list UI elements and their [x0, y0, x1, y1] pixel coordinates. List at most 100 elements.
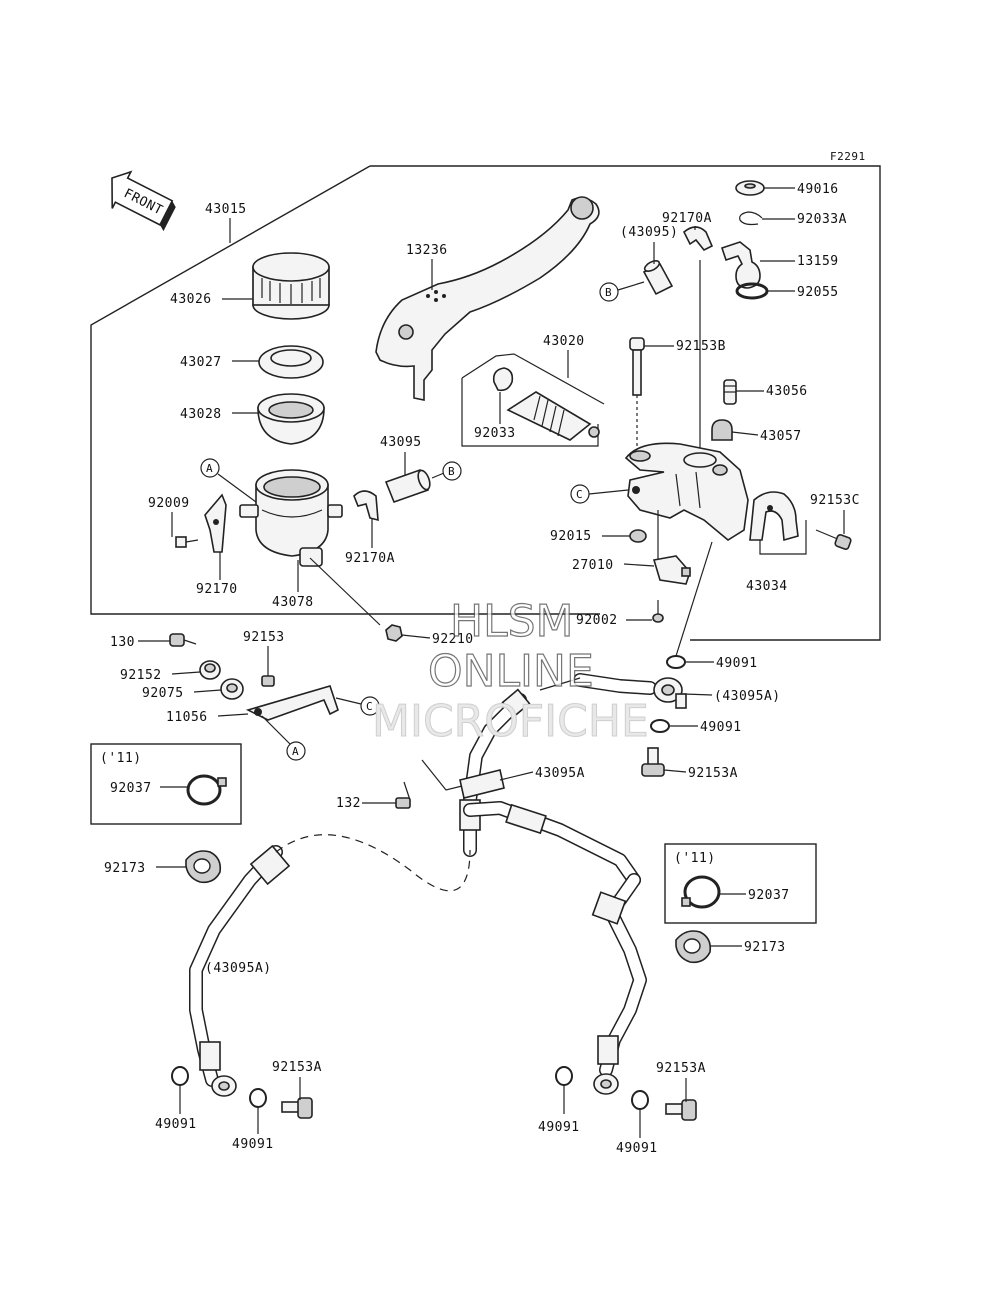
label-49091-b: 49091 [700, 720, 742, 735]
clamp-92037-right [681, 875, 721, 909]
label-49091-c: 49091 [155, 1117, 197, 1132]
cap-49016 [735, 180, 765, 196]
svg-text:B: B [605, 286, 612, 299]
washer-49091-b [650, 719, 670, 733]
bolt-130 [169, 633, 197, 647]
label-92002: 92002 [576, 613, 618, 628]
label-92170A: 92170A [345, 551, 395, 566]
label-92037-right: 92037 [748, 888, 790, 903]
label-92033: 92033 [474, 426, 516, 441]
washer-49091-d [249, 1088, 267, 1108]
callout-b-upper [599, 282, 619, 302]
svg-text:C: C [576, 488, 583, 501]
diaphragm-plate [258, 345, 324, 379]
label-43095A-paren: (43095A) [714, 689, 781, 704]
brake-lever [375, 196, 600, 401]
bolt-132 [395, 781, 411, 809]
label-43095A-paren-2: (43095A) [205, 961, 272, 976]
circlip-92033A [739, 211, 763, 226]
bleeder-cap [711, 419, 733, 441]
washer-49091-e [555, 1066, 573, 1086]
clamp-92170A-upper [683, 226, 714, 252]
grommet-92075 [220, 678, 244, 700]
label-92153C: 92153C [810, 493, 860, 508]
label-43034: 43034 [746, 579, 788, 594]
label-13236: 13236 [406, 243, 448, 258]
label-92170: 92170 [196, 582, 238, 597]
reservoir-tank [239, 469, 343, 567]
label-49091-f: 49091 [616, 1141, 658, 1156]
label-43027: 43027 [180, 355, 222, 370]
label-11056: 11056 [166, 710, 208, 725]
variant-box-left [90, 743, 242, 825]
piston-assembly [461, 353, 605, 447]
callout-b-hose [442, 461, 462, 481]
hose-43095-upper [642, 260, 674, 296]
callout-c-bracket [360, 696, 380, 716]
label-92153B: 92153B [676, 339, 726, 354]
label-49091-d: 49091 [232, 1137, 274, 1152]
banjo-bolt-92153A-c [665, 1099, 697, 1121]
banjo-bolt-92153A-a [641, 747, 665, 777]
variant-box-right [664, 843, 817, 924]
label-27010: 27010 [572, 558, 614, 573]
label-92015: 92015 [550, 529, 592, 544]
hose-fitting [720, 241, 761, 289]
diaphragm [257, 393, 325, 445]
label-49016: 49016 [797, 182, 839, 197]
label-43095: 43095 [380, 435, 422, 450]
clamp-92173-right [675, 930, 712, 964]
label-43056: 43056 [766, 384, 808, 399]
label-92210: 92210 [432, 632, 474, 647]
callout-a-bracket [286, 741, 306, 761]
reservoir-cap [252, 252, 330, 320]
washer-49091-c [171, 1066, 189, 1086]
svg-text:B: B [448, 465, 455, 478]
nut-92015 [629, 529, 647, 543]
year-tag-right: ('11) [674, 851, 716, 866]
svg-text:A: A [206, 462, 213, 475]
label-43026: 43026 [170, 292, 212, 307]
collar-92152 [199, 660, 221, 680]
handlebar-clamp [749, 491, 799, 542]
year-tag-left: ('11) [100, 751, 142, 766]
clamp-92173-left [185, 850, 222, 884]
reservoir-bracket [204, 493, 227, 553]
label-92009: 92009 [148, 496, 190, 511]
washer-49091-f [631, 1090, 649, 1110]
screw-92009 [175, 536, 199, 548]
banjo-bolt-92153A-b [281, 1097, 313, 1119]
label-43057: 43057 [760, 429, 802, 444]
label-43015: 43015 [205, 202, 247, 217]
label-13159: 13159 [797, 254, 839, 269]
assembly-frame [370, 165, 881, 641]
label-92153A-b: 92153A [272, 1060, 322, 1075]
clamp-92037-left [186, 774, 227, 806]
nut-92210 [385, 624, 403, 642]
label-92153A-a: 92153A [688, 766, 738, 781]
hose-right-caliper [591, 873, 647, 1095]
hose-upper-section [459, 673, 687, 887]
label-92037-left: 92037 [110, 781, 152, 796]
label-43078: 43078 [272, 595, 314, 610]
washer-49091-a [666, 655, 686, 669]
label-92152: 92152 [120, 668, 162, 683]
master-cylinder-body [624, 442, 749, 541]
label-43095A: 43095A [535, 766, 585, 781]
hose-left-caliper [189, 834, 471, 1097]
figure-code: F2291 [830, 150, 866, 163]
label-92075: 92075 [142, 686, 184, 701]
label-92173-left: 92173 [104, 861, 146, 876]
label-92170A-upper: 92170A [662, 211, 712, 226]
label-92153: 92153 [243, 630, 285, 645]
label-92153A-c: 92153A [656, 1061, 706, 1076]
screw-92002 [652, 600, 664, 623]
pivot-bolt-92153B [629, 337, 645, 396]
label-92055: 92055 [797, 285, 839, 300]
label-43095-paren: (43095) [620, 225, 678, 240]
watermark-line-2: ONLINE [428, 646, 594, 697]
label-43028: 43028 [180, 407, 222, 422]
bleeder-valve [723, 379, 737, 405]
brake-switch [652, 555, 691, 585]
